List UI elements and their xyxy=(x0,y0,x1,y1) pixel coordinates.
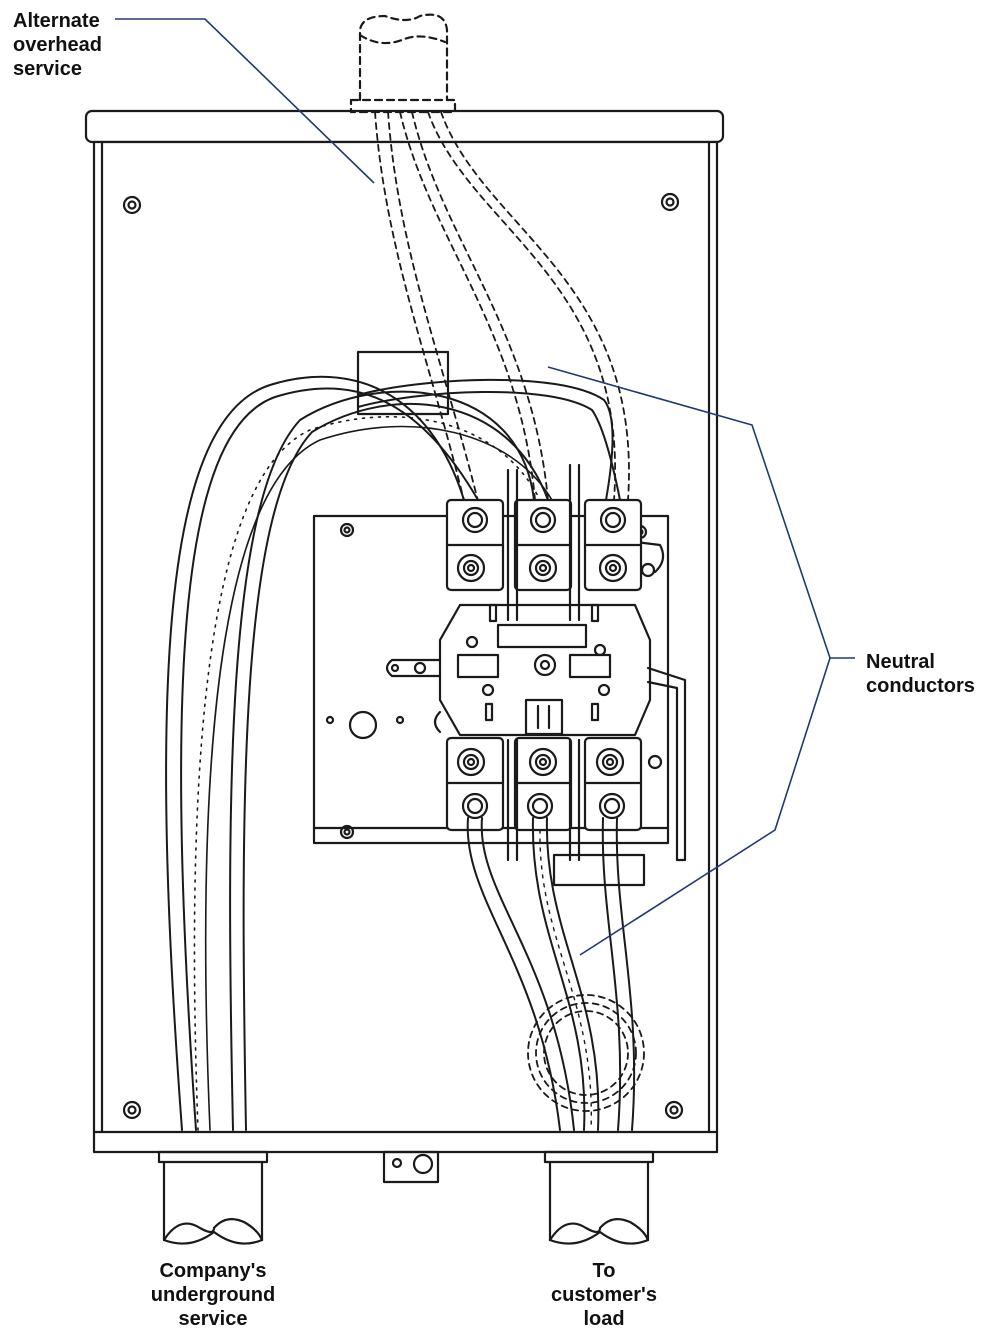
terminal-lug-icon xyxy=(445,736,505,832)
label-line: overhead xyxy=(13,34,102,56)
company-service-label: Company's underground service xyxy=(132,1259,294,1331)
knockout xyxy=(527,994,645,1112)
screw-icon xyxy=(339,522,355,538)
label-line: conductors xyxy=(866,675,975,697)
overhead-service-conductors xyxy=(374,111,630,506)
label-line: Alternate xyxy=(13,10,100,32)
label-line: customer's xyxy=(551,1284,657,1306)
conduit-icon xyxy=(157,1150,269,1245)
customer-load-label: To customer's load xyxy=(524,1259,684,1331)
conduit-icon xyxy=(349,13,457,114)
wire-clamp xyxy=(356,350,450,416)
terminal-lug-icon xyxy=(513,736,573,832)
screw-icon xyxy=(660,192,680,212)
terminal-lug-icon xyxy=(583,736,643,832)
terminal-lug-icon xyxy=(445,498,505,592)
conduit-icon xyxy=(543,1150,655,1245)
terminal-lug-icon xyxy=(583,498,643,592)
screw-icon xyxy=(122,1100,142,1120)
screw-icon xyxy=(339,824,355,840)
label-line: To xyxy=(592,1260,616,1282)
load-conductors xyxy=(466,817,636,1131)
label-line: load xyxy=(583,1308,625,1330)
ground-tab xyxy=(382,1150,440,1184)
underground-service-conductors xyxy=(165,375,621,1131)
switch-mechanism xyxy=(385,463,687,862)
screw-icon xyxy=(664,1100,684,1120)
label-line: underground xyxy=(150,1284,276,1306)
label-line: service xyxy=(178,1308,248,1330)
neutral-conductors-label: Neutral conductors xyxy=(866,650,975,698)
terminal-lug-icon xyxy=(513,498,573,592)
label-line: Neutral xyxy=(866,651,935,673)
screw-icon xyxy=(122,195,142,215)
leader-lines xyxy=(115,18,855,956)
alternate-service-label: Alternate overhead service xyxy=(13,9,102,81)
label-line: service xyxy=(13,58,82,80)
label-line: Company's xyxy=(159,1260,267,1282)
